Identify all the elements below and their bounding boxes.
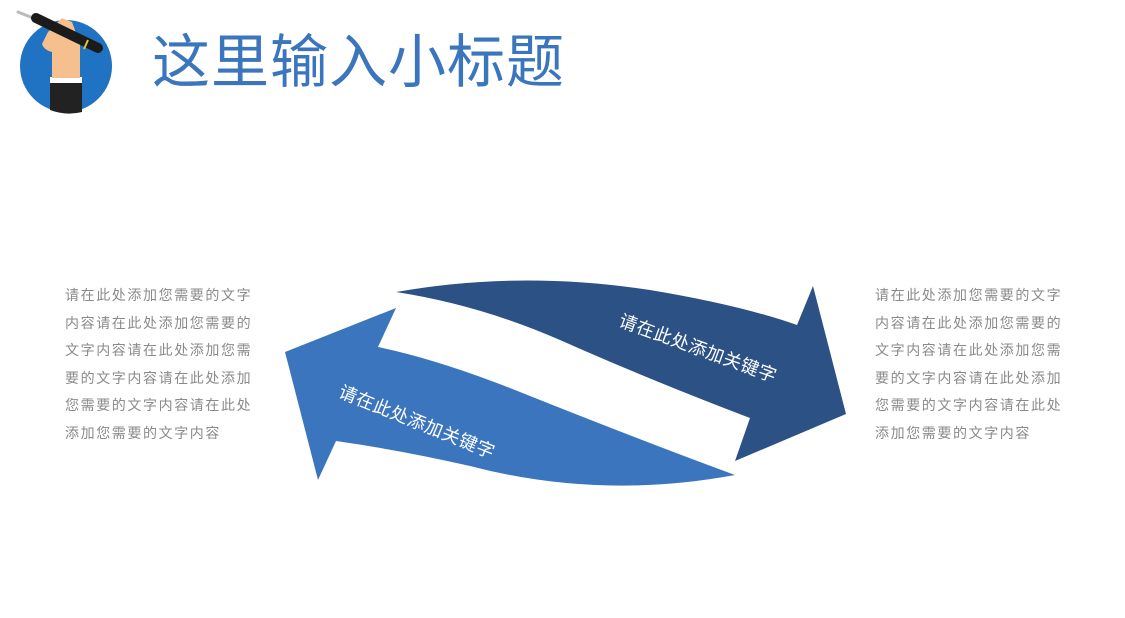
right-arrow-shape [396, 280, 846, 461]
hand-holding-pen-icon [16, 10, 112, 114]
text-line: 内容请在此处添加您需要的 [875, 315, 1063, 332]
text-line: 文字内容请在此处添加您需 [65, 343, 253, 359]
text-line: 要的文字内容请在此处添加 [875, 370, 1063, 387]
left-arrow-shape [285, 308, 735, 486]
text-line: 要的文字内容请在此处添加 [65, 370, 253, 387]
text-line: 内容请在此处添加您需要的 [65, 315, 253, 332]
left-description: 请在此处添加您需要的文字 内容请在此处添加您需要的 文字内容请在此处添加您需 要… [65, 283, 265, 448]
text-line: 请在此处添加您需要的文字 [875, 288, 1063, 304]
page-title: 这里输入小标题 [152, 28, 566, 96]
text-line: 文字内容请在此处添加您需 [875, 343, 1063, 359]
text-line: 添加您需要的文字内容 [65, 425, 221, 442]
text-line: 您需要的文字内容请在此处 [65, 398, 253, 414]
text-line: 您需要的文字内容请在此处 [875, 398, 1063, 414]
right-description: 请在此处添加您需要的文字 内容请在此处添加您需要的 文字内容请在此处添加您需 要… [875, 283, 1075, 448]
text-line: 添加您需要的文字内容 [875, 425, 1031, 442]
text-line: 请在此处添加您需要的文字 [65, 288, 253, 304]
